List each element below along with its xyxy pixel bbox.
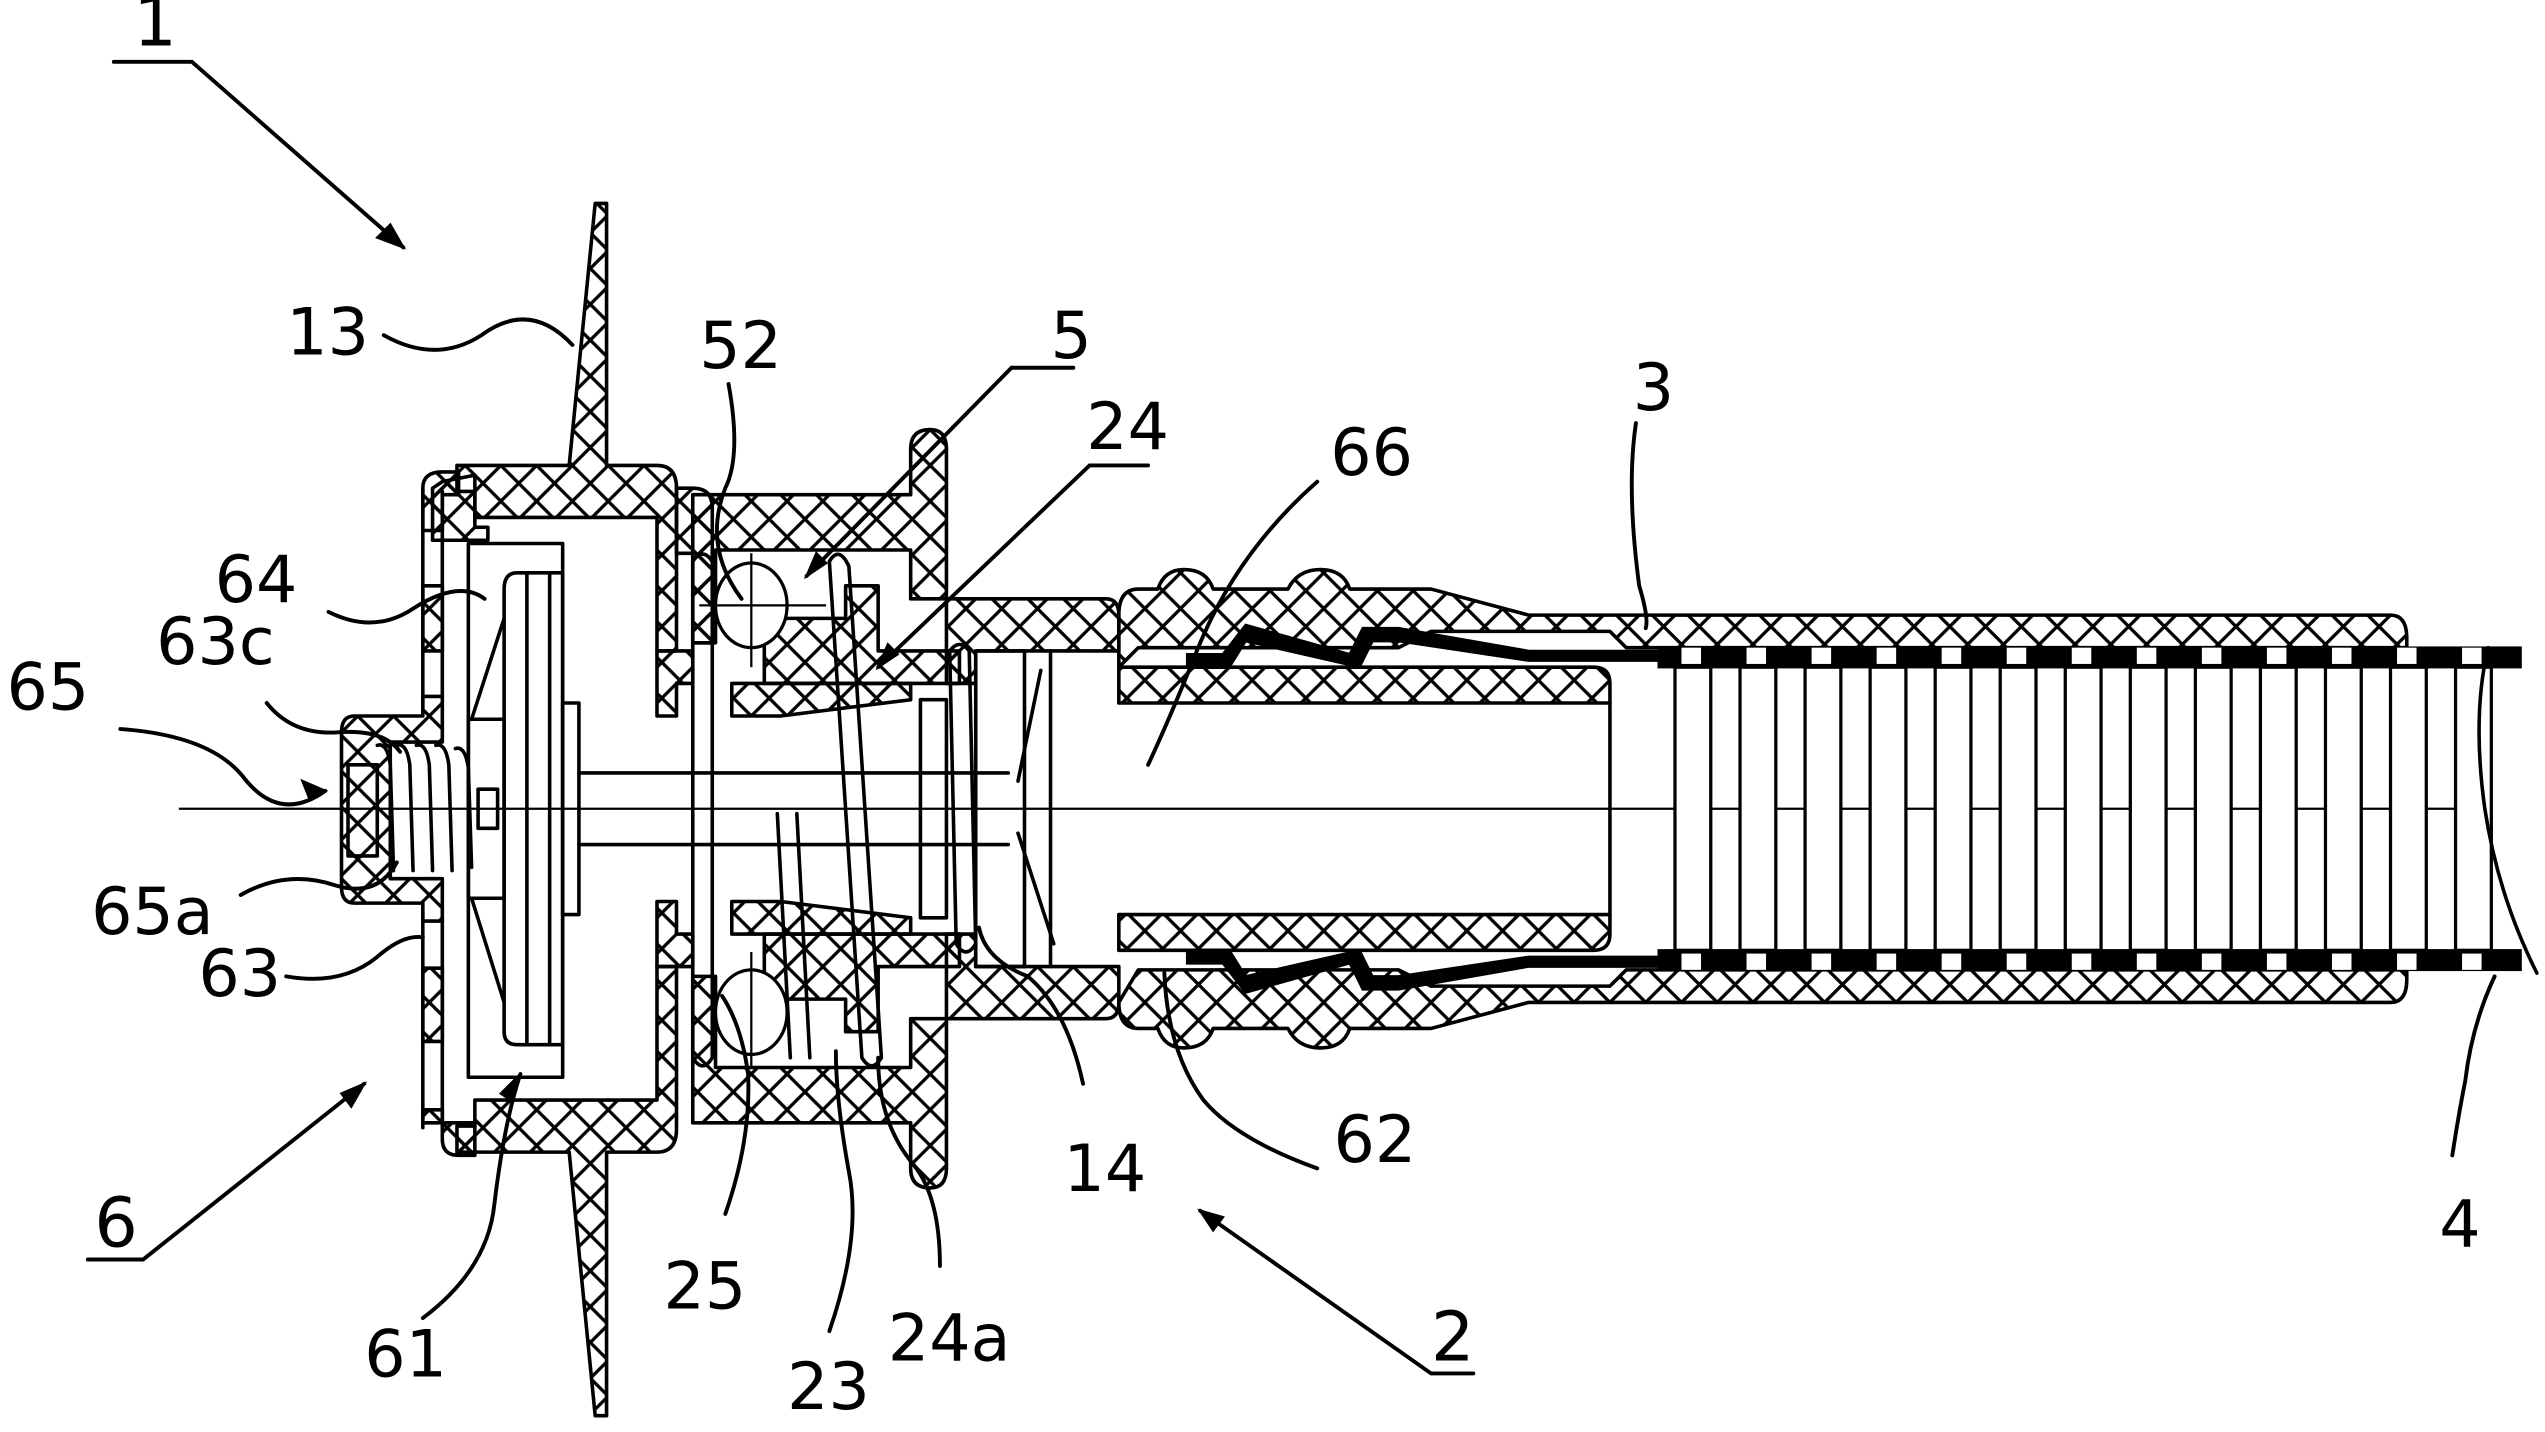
corrugation-rib	[1738, 665, 1778, 952]
housing-6-part	[339, 470, 490, 1158]
corrugation-rib	[2258, 665, 2298, 952]
spring-24-part	[690, 552, 884, 1068]
shaft-part	[577, 771, 1011, 847]
corrugation-notch	[2201, 647, 2222, 664]
corrugation-notch	[1876, 953, 1897, 970]
label-65: 65	[7, 650, 90, 725]
label-14: 14	[1064, 1132, 1147, 1207]
label-23: 23	[787, 1350, 870, 1425]
corrugation-rib	[2063, 665, 2103, 952]
label-65a: 65a	[91, 875, 214, 950]
corrugation-notch	[1746, 647, 1767, 664]
label-25: 25	[663, 1249, 746, 1324]
label-52: 52	[699, 309, 782, 384]
label-5: 5	[1051, 299, 1092, 374]
corrugation-notch	[1876, 647, 1897, 664]
corrugation-notch	[1941, 953, 1962, 970]
label-63c: 63c	[156, 605, 275, 680]
disc-64-part	[466, 541, 581, 1080]
corrugation-rib	[1673, 665, 1713, 952]
corrugation-notch	[2006, 953, 2027, 970]
label-63: 63	[198, 937, 281, 1012]
corrugation-rib	[1933, 665, 1973, 952]
corrugation-notch	[2462, 953, 2482, 970]
corrugation-notch	[2331, 647, 2352, 664]
corrugation-notch	[2331, 953, 2352, 970]
reference-labels: 1 13 52 5 24 66 3 64 63c 65 65a 63 6 61 …	[7, 0, 2481, 1425]
corrugation-notch	[2136, 647, 2157, 664]
crimp-sleeve-part	[1117, 567, 2409, 1050]
corrugation-rib	[2193, 665, 2233, 952]
corrugation-rib	[1998, 665, 2038, 952]
corrugation-rib	[1803, 665, 1843, 952]
corrugation-rib	[2128, 665, 2168, 952]
corrugation-notch	[2201, 953, 2222, 970]
coupler-14-part	[918, 597, 1121, 1021]
label-4: 4	[2439, 1187, 2480, 1262]
corrugation-notch	[1941, 647, 1962, 664]
corrugation-notch	[2266, 953, 2287, 970]
label-62: 62	[1333, 1103, 1416, 1178]
corrugation-notch	[2266, 647, 2287, 664]
corrugation-rib	[2323, 665, 2363, 952]
label-1: 1	[133, 0, 176, 63]
corrugation-notch	[1681, 647, 1702, 664]
corrugation-notch	[2136, 953, 2157, 970]
label-61: 61	[364, 1318, 447, 1393]
corrugation-rib	[2388, 665, 2428, 952]
leader-lines	[85, 59, 2497, 1376]
corrugation-ribs	[1673, 647, 2493, 970]
label-13: 13	[286, 296, 369, 371]
corrugation-notch	[1746, 953, 1767, 970]
corrugation-notch	[1681, 953, 1702, 970]
body-23-part	[655, 427, 962, 1190]
corrugation-notch	[2006, 647, 2027, 664]
label-3: 3	[1633, 351, 1674, 426]
corrugation-notch	[1811, 647, 1832, 664]
corrugation-notch	[2071, 647, 2092, 664]
label-24: 24	[1086, 390, 1169, 465]
label-24a: 24a	[888, 1301, 1011, 1376]
corrugation-notch	[1811, 953, 1832, 970]
label-2: 2	[1431, 1298, 1474, 1377]
corrugation-notch	[2071, 953, 2092, 970]
label-66: 66	[1330, 416, 1413, 491]
corrugated-tube-4-part	[1657, 645, 2539, 975]
corrugation-rib	[1868, 665, 1908, 952]
corrugation-notch	[2462, 647, 2482, 664]
spring-65a-part	[346, 743, 474, 873]
label-64: 64	[215, 543, 298, 618]
label-6: 6	[94, 1184, 137, 1263]
corrugation-notch	[2397, 647, 2417, 664]
corrugation-notch	[2397, 953, 2417, 970]
